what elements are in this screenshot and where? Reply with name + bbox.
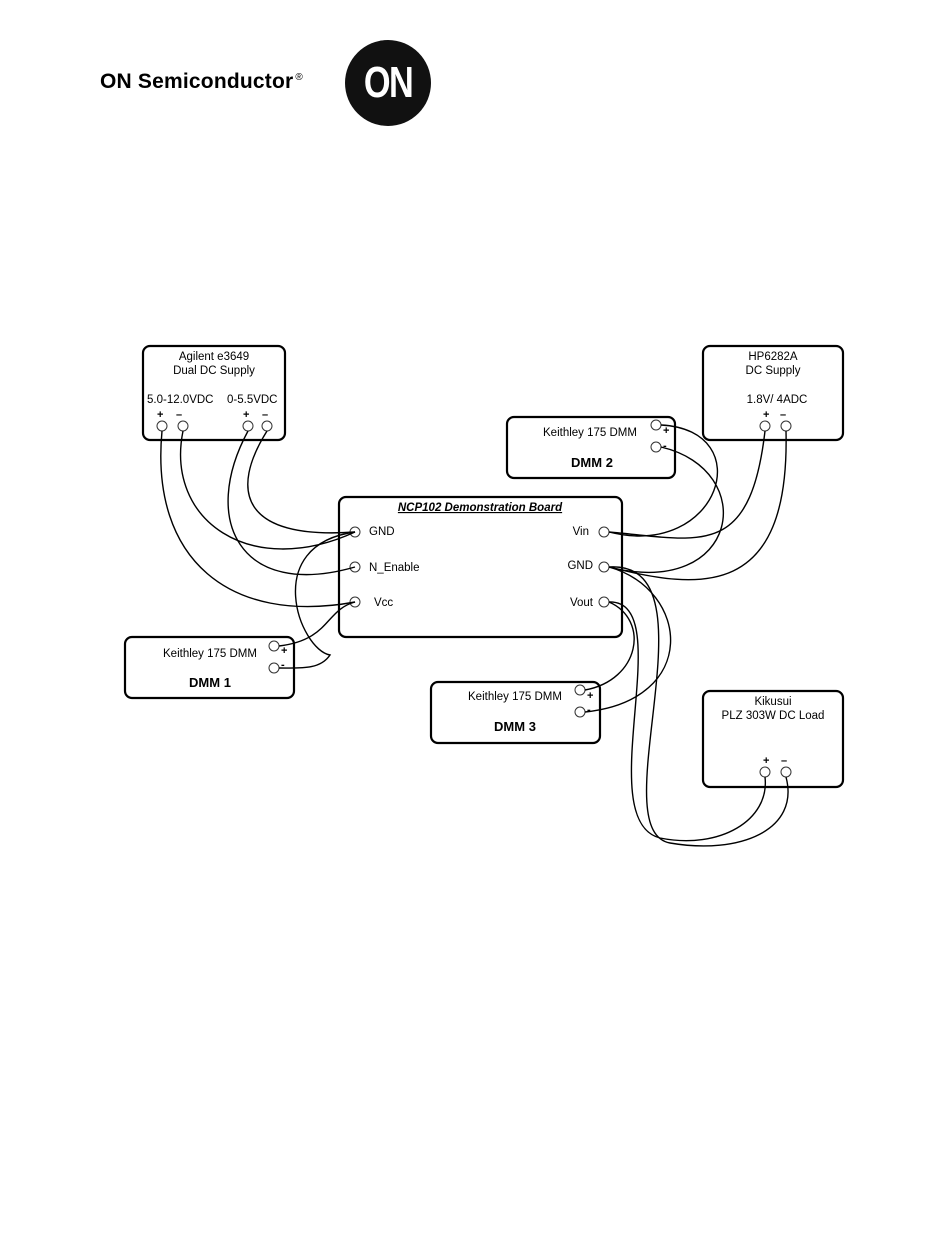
dc-load-subtitle: PLZ 303W DC Load: [722, 710, 825, 722]
dc-load-title: Kikusui: [754, 696, 791, 708]
hp-subtitle: DC Supply: [746, 365, 801, 377]
agilent-ch2-minus-sign: –: [262, 409, 268, 421]
board-gnd-left-label: GND: [369, 526, 395, 538]
dmm3-minus-sign: -: [587, 704, 591, 716]
dmm3-name: DMM 3: [494, 719, 536, 734]
agilent-range-1: 5.0-12.0VDC: [147, 394, 213, 406]
dmm2-minus-sign: -: [663, 440, 667, 452]
wire-agilent-ch1-plus-to-vcc: [161, 431, 355, 607]
dc-load-plus-sign: +: [763, 755, 769, 767]
agilent-range-2: 0-5.5VDC: [227, 394, 278, 406]
dmm2-model: Keithley 175 DMM: [543, 427, 637, 439]
dmm3-plus-sign: +: [587, 690, 593, 702]
hp-plus-terminal: [760, 421, 770, 431]
ncp102-board: NCP102 Demonstration Board GND N_Enable …: [339, 497, 622, 637]
dmm3: Keithley 175 DMM DMM 3 + -: [431, 682, 600, 743]
board-vout-terminal: [599, 597, 609, 607]
wire-agilent-ch1-minus-to-gnd: [181, 431, 355, 549]
agilent-title: Agilent e3649: [179, 351, 249, 363]
dmm1-plus-sign: +: [281, 645, 287, 657]
dmm1: Keithley 175 DMM DMM 1 + -: [125, 637, 294, 698]
agilent-ch1-minus-sign: –: [176, 409, 182, 421]
dmm3-model: Keithley 175 DMM: [468, 691, 562, 703]
dmm1-plus-terminal: [269, 641, 279, 651]
agilent-ch1-minus-terminal: [178, 421, 188, 431]
dmm1-model: Keithley 175 DMM: [163, 648, 257, 660]
dc-load-plus-terminal: [760, 767, 770, 777]
hp-title: HP6282A: [748, 351, 798, 363]
dmm3-plus-terminal: [575, 685, 585, 695]
dc-load-minus-sign: –: [781, 755, 787, 767]
dmm2-plus-sign: +: [663, 425, 669, 437]
dmm1-minus-sign: -: [281, 659, 285, 671]
agilent-subtitle: Dual DC Supply: [173, 365, 255, 377]
board-title: NCP102 Demonstration Board: [398, 502, 563, 514]
dmm3-minus-terminal: [575, 707, 585, 717]
agilent-ch1-plus-sign: +: [157, 409, 163, 421]
hp-minus-terminal: [781, 421, 791, 431]
dc-load: Kikusui PLZ 303W DC Load + –: [703, 691, 843, 787]
board-vin-terminal: [599, 527, 609, 537]
board-gnd-right-label: GND: [567, 560, 593, 572]
agilent-ch2-plus-sign: +: [243, 409, 249, 421]
hp-rating: 1.8V/ 4ADC: [747, 394, 808, 406]
wire-agilent-ch2-plus-to-n-enable: [228, 431, 355, 575]
dmm2-name: DMM 2: [571, 455, 613, 470]
dmm1-minus-terminal: [269, 663, 279, 673]
dc-load-minus-terminal: [781, 767, 791, 777]
agilent-ch2-plus-terminal: [243, 421, 253, 431]
hp-minus-sign: –: [780, 409, 786, 421]
board-vin-label: Vin: [573, 526, 589, 538]
agilent-ch1-plus-terminal: [157, 421, 167, 431]
hp-supply: HP6282A DC Supply 1.8V/ 4ADC + –: [703, 346, 843, 440]
agilent-supply: Agilent e3649 Dual DC Supply 5.0-12.0VDC…: [143, 346, 285, 440]
board-vcc-label: Vcc: [374, 597, 393, 609]
agilent-ch2-minus-terminal: [262, 421, 272, 431]
dmm2-plus-terminal: [651, 420, 661, 430]
dmm2-minus-terminal: [651, 442, 661, 452]
dmm1-name: DMM 1: [189, 675, 231, 690]
board-n-enable-label: N_Enable: [369, 562, 420, 574]
hp-plus-sign: +: [763, 409, 769, 421]
board-gnd-right-terminal: [599, 562, 609, 572]
dmm2: Keithley 175 DMM DMM 2 + -: [507, 417, 675, 478]
board-vout-label: Vout: [570, 597, 594, 609]
